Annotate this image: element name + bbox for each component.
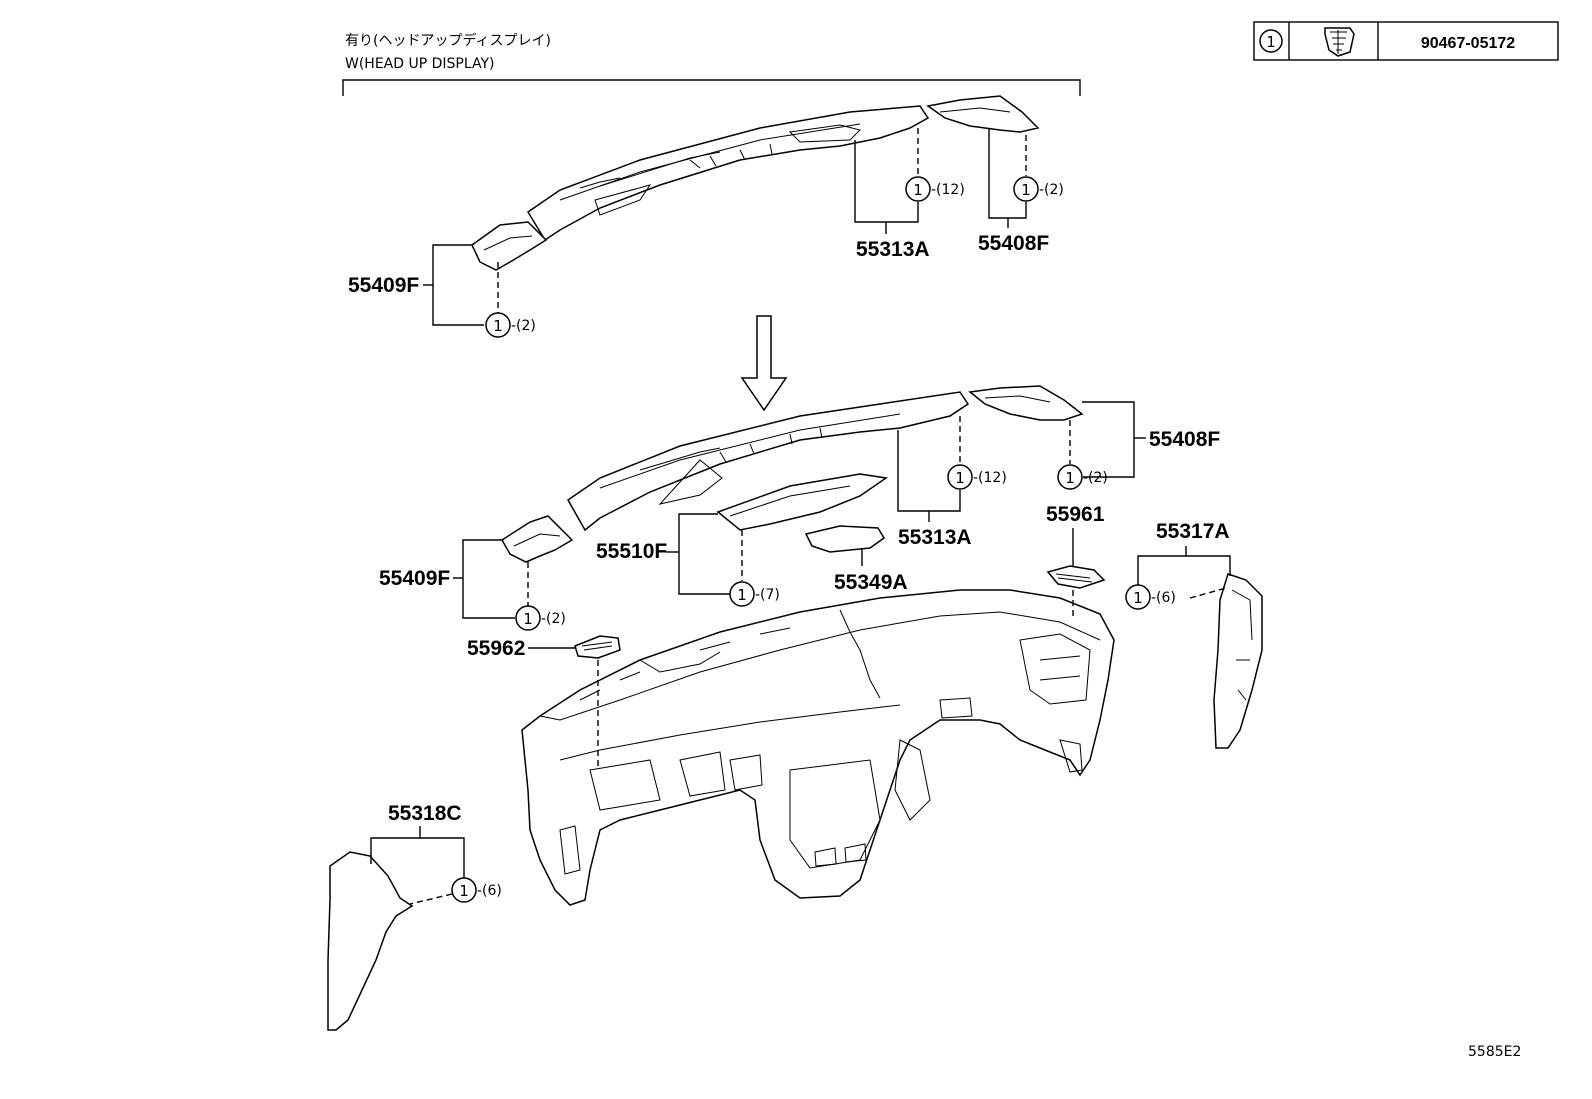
- callout-quantity: -(2): [541, 611, 566, 627]
- side-trim-panel-left: [327, 851, 414, 1031]
- legend-part-number: 90467-05172: [1421, 35, 1515, 52]
- bottom-side-cover-left: [500, 515, 574, 563]
- part-55408F-top: 55408F: [978, 232, 1049, 255]
- legend-table: 1 90467-05172: [1253, 21, 1559, 61]
- arrow-down-icon: [740, 315, 788, 412]
- glove-box-upper-panel: [716, 473, 888, 531]
- callout-quantity: -(6): [477, 883, 502, 899]
- part-55510F: 55510F: [596, 540, 667, 563]
- defroster-vent-right: [1046, 565, 1106, 589]
- part-55313A-top: 55313A: [856, 238, 930, 261]
- part-55408F-bottom: 55408F: [1149, 428, 1220, 451]
- callout-quantity: -(6): [1151, 590, 1176, 606]
- callout-number: 1: [1021, 181, 1031, 199]
- legend-callout-number: 1: [1266, 33, 1276, 51]
- part-55409F-bottom: 55409F: [379, 567, 450, 590]
- clip-icon: [1324, 27, 1355, 57]
- top-side-cover-left: [471, 221, 548, 271]
- bottom-dash-panel-upper: [567, 391, 970, 532]
- part-55962: 55962: [467, 637, 525, 660]
- top-dash-panel-upper: [526, 105, 930, 242]
- bottom-side-cover-right: [968, 385, 1084, 421]
- callout-quantity: -(12): [931, 182, 965, 198]
- center-cluster-panel: [804, 525, 885, 553]
- callout-number: 1: [913, 181, 923, 199]
- callout-quantity: -(2): [511, 318, 536, 334]
- side-trim-panel-right: [1213, 573, 1263, 749]
- callout-number: 1: [737, 586, 747, 604]
- caption-japanese: 有り(ヘッドアップディスプレイ): [345, 32, 551, 49]
- callout-quantity: -(2): [1039, 182, 1064, 198]
- variant-bracket: [342, 79, 1081, 96]
- instrument-panel: [521, 589, 1115, 906]
- callout-quantity: -(12): [973, 470, 1007, 486]
- part-55961: 55961: [1046, 503, 1105, 526]
- part-55318C: 55318C: [388, 802, 462, 825]
- callout-number: 1: [1065, 469, 1075, 487]
- caption-english: W(HEAD UP DISPLAY): [345, 56, 495, 72]
- part-55317A: 55317A: [1156, 520, 1230, 543]
- callout-number: 1: [523, 610, 533, 628]
- part-55313A-bottom: 55313A: [898, 526, 972, 549]
- callout-number: 1: [955, 469, 965, 487]
- callout-quantity: -(7): [755, 587, 780, 603]
- callout-number: 1: [459, 882, 469, 900]
- part-55349A: 55349A: [834, 571, 908, 594]
- callout-quantity: -(2): [1083, 470, 1108, 486]
- callout-number: 1: [1133, 589, 1143, 607]
- part-55409F-top: 55409F: [348, 274, 419, 297]
- callout-number: 1: [493, 317, 503, 335]
- diagram-reference-code: 5585E2: [1468, 1044, 1521, 1060]
- top-side-cover-right: [926, 95, 1040, 133]
- defroster-vent-left: [574, 635, 621, 659]
